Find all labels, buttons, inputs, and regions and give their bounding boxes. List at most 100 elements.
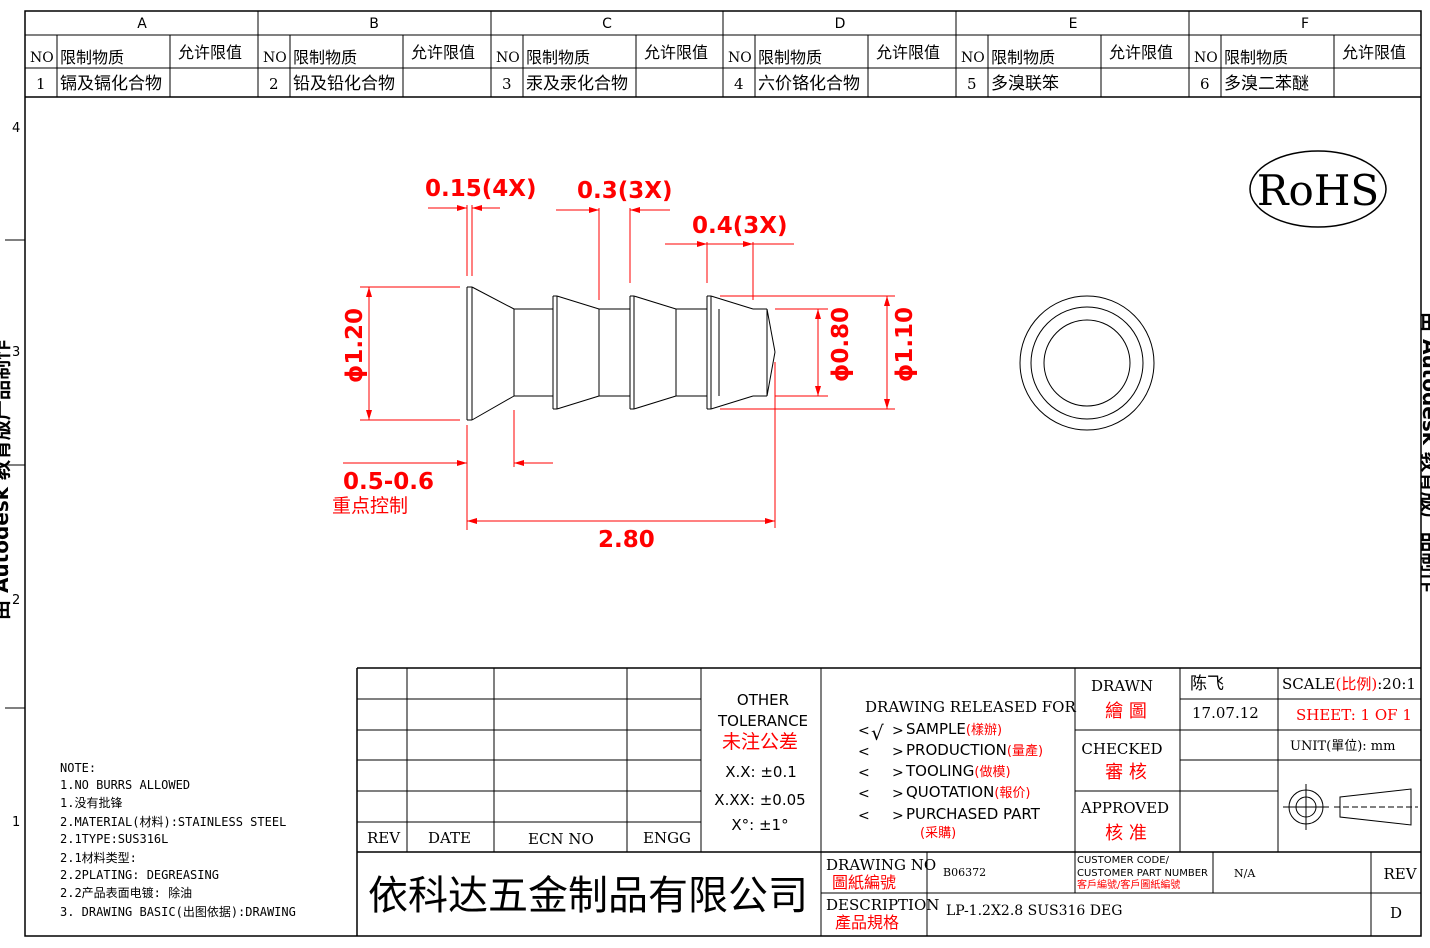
notes-title: NOTE: [60, 761, 96, 775]
dimension-arrows [366, 205, 890, 524]
table-header-no: NO [496, 50, 520, 66]
date-header: DATE [428, 829, 471, 847]
note-line: 2.1材料类型: [60, 851, 137, 865]
table-cell-substance: 多溴二苯醚 [1224, 74, 1309, 94]
release-option-production: PRODUCTION(量產) [906, 741, 1043, 759]
tolerance-title-2: TOLERANCE [717, 712, 808, 730]
part-side-view [466, 286, 776, 421]
note-line: 2.1TYPE:SUS316L [60, 832, 168, 846]
table-cell-no: 4 [734, 75, 744, 93]
unit-text: UNIT(單位): mm [1290, 739, 1395, 754]
svg-text:>: > [892, 744, 904, 760]
table-header-no: NO [961, 50, 985, 66]
checked-label-cn: 審 核 [1105, 762, 1147, 783]
table-header-limit: 允许限值 [876, 43, 940, 62]
table-cell-substance: 铅及铅化合物 [293, 74, 395, 94]
side-watermark-left: 由 Autodesk 教育版产品制作 [0, 340, 13, 620]
table-cell-no: 2 [269, 75, 279, 93]
description-label-cn: 產品規格 [835, 913, 899, 932]
tolerance-angle: X°: ±1° [731, 816, 788, 834]
description-value: LP-1.2X2.8 SUS316 DEG [946, 903, 1122, 919]
dim-groove-015: 0.15(4X) [425, 176, 537, 202]
note-line: 1.NO BURRS ALLOWED [60, 778, 190, 792]
tolerance-title-cn: 未注公差 [722, 731, 798, 753]
sheet-text: SHEET: 1 OF 1 [1296, 706, 1412, 724]
zone-col-f: F [1301, 16, 1309, 32]
table-cell-no: 3 [502, 75, 512, 93]
release-option-tooling: TOOLING(做模) [905, 762, 1011, 780]
drawing-no-label-cn: 圖紙編號 [832, 873, 896, 892]
release-title: DRAWING RELEASED FOR [865, 698, 1076, 716]
table-cell-substance: 六价铬化合物 [758, 74, 860, 94]
zone-row-2: 2 [12, 593, 20, 608]
release-option-sample: SAMPLE(樣辦) [906, 720, 1002, 738]
table-header-no: NO [728, 50, 752, 66]
release-option-quotation: QUOTATION(報价) [906, 783, 1030, 801]
table-cell-substance: 汞及汞化合物 [526, 74, 628, 94]
table-header-no: NO [1194, 50, 1218, 66]
release-block: DRAWING RELEASED FOR <> <> <> <> <> √ SA… [858, 698, 1076, 841]
dimension-lines [343, 205, 895, 530]
scale-text: SCALE(比例):20:1 [1282, 675, 1416, 693]
title-block-grid [356, 667, 1421, 936]
description-label: DESCRIPTION [826, 896, 939, 914]
table-cell-substance: 镉及镉化合物 [60, 74, 162, 94]
svg-text:<: < [858, 765, 870, 781]
dim-length-280: 2.80 [598, 527, 655, 553]
dim-diameter-080: ϕ0.80 [828, 307, 854, 382]
table-cell-no: 5 [967, 75, 977, 93]
customer-label-cn: 客戶編號/客戶圖紙編號 [1077, 878, 1180, 891]
notes-block: NOTE: 1.NO BURRS ALLOWED 1.没有批锋 2.MATERI… [60, 761, 296, 919]
zone-row-3: 3 [12, 345, 20, 360]
release-option-purchased: PURCHASED PART [906, 805, 1041, 823]
table-header-substance: 限制物质 [991, 48, 1055, 67]
part-end-view [1019, 295, 1155, 431]
customer-label-2: CUSTOMER PART NUMBER [1077, 868, 1208, 879]
dim-range-05-06: 0.5-0.6 [343, 469, 434, 495]
dim-groove-04: 0.4(3X) [692, 213, 788, 239]
table-header-no: NO [30, 50, 54, 66]
table-header-limit: 允许限值 [1342, 43, 1406, 62]
svg-text:<: < [858, 723, 870, 739]
table-header-substance: 限制物质 [758, 48, 822, 67]
tolerance-xx: X.X: ±0.1 [725, 763, 797, 781]
company-name: 依科达五金制品有限公司 [368, 873, 808, 919]
check-icon: √ [871, 721, 884, 745]
svg-text:>: > [892, 808, 904, 824]
zone-row-strip [5, 239, 25, 709]
table-header-substance: 限制物质 [293, 48, 357, 67]
svg-text:<: < [858, 744, 870, 760]
zone-row-1: 1 [12, 815, 20, 830]
table-header-substance: 限制物质 [60, 48, 124, 67]
drawing-no-label: DRAWING NO [826, 856, 936, 874]
table-cell-substance: 多溴联笨 [991, 74, 1059, 94]
svg-text:>: > [892, 786, 904, 802]
ecn-header: ECN NO [528, 830, 594, 848]
table-header-substance: 限制物质 [1224, 48, 1288, 67]
note-line: 2.2PLATING: DEGREASING [60, 868, 219, 882]
tolerance-block: OTHER TOLERANCE 未注公差 X.X: ±0.1 X.XX: ±0.… [714, 691, 808, 834]
rev-letter-value: D [1390, 904, 1402, 922]
drawn-label-cn: 繪 圖 [1105, 701, 1147, 722]
table-header-limit: 允许限值 [411, 43, 475, 62]
tolerance-title-1: OTHER [737, 691, 789, 709]
zone-col-d: D [835, 16, 846, 32]
note-line: 2.MATERIAL(材料):STAINLESS STEEL [60, 815, 286, 829]
drawn-date: 17.07.12 [1192, 704, 1259, 722]
dim-key-control: 重点控制 [332, 495, 408, 517]
svg-text:>: > [892, 765, 904, 781]
approved-label: APPROVED [1080, 799, 1169, 817]
table-header-limit: 允许限值 [1109, 43, 1173, 62]
customer-value: N/A [1234, 867, 1256, 880]
drawn-label: DRAWN [1091, 677, 1153, 695]
checked-label: CHECKED [1081, 740, 1162, 758]
note-line: 2.2产品表面电镀: 除油 [60, 885, 192, 900]
note-line: 3. DRAWING BASIC(出图依据):DRAWING [60, 904, 296, 919]
svg-text:<: < [858, 786, 870, 802]
table-header-limit: 允许限值 [178, 43, 242, 62]
zone-col-e: E [1069, 16, 1078, 32]
rohs-mark [1249, 150, 1387, 228]
zone-column-header [25, 11, 1421, 36]
svg-text:<: < [858, 808, 870, 824]
